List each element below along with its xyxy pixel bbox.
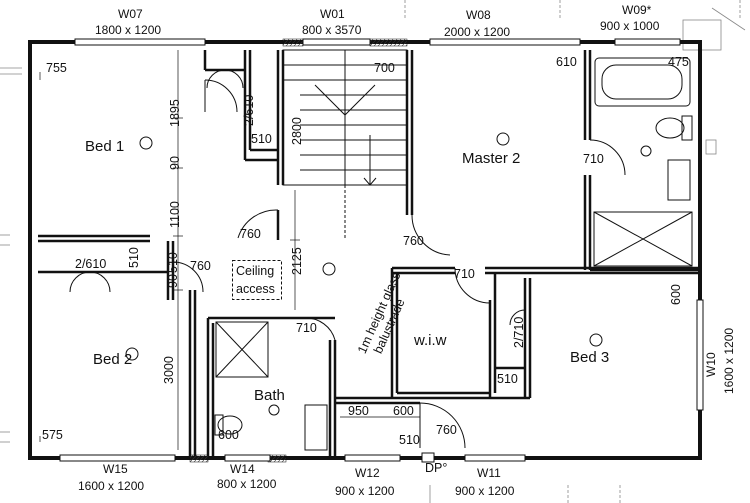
door-swings bbox=[69, 69, 626, 449]
dim-2-610-bed2: 2/610 bbox=[75, 257, 107, 271]
shower-icon bbox=[593, 211, 693, 267]
light-icon bbox=[496, 132, 510, 146]
dim-760-hall: 760 bbox=[436, 423, 457, 437]
fixtures bbox=[214, 57, 693, 451]
bathtub-icon bbox=[594, 57, 691, 107]
dim-760-bed1: 760 bbox=[240, 227, 261, 241]
dim-575: 575 bbox=[42, 428, 63, 442]
room-wiw: w.i.w bbox=[414, 332, 447, 349]
light-icon bbox=[322, 262, 336, 276]
dim-3000: 3000 bbox=[162, 356, 176, 384]
window-w15-code: W15 bbox=[103, 462, 128, 476]
exhaust-fan-icon bbox=[640, 145, 652, 157]
vanity-icon bbox=[667, 159, 691, 201]
light-icon bbox=[125, 347, 139, 361]
window-w09-code: W09* bbox=[622, 3, 652, 17]
dim-710-ensuite: 710 bbox=[583, 152, 604, 166]
dim-510-bed3: 510 bbox=[497, 372, 518, 386]
dim-2125: 2125 bbox=[290, 247, 304, 275]
shower-icon bbox=[215, 321, 269, 378]
window-w08-size: 2000 x 1200 bbox=[444, 25, 511, 39]
dim-2800: 2800 bbox=[290, 117, 304, 145]
toilet-icon bbox=[217, 415, 243, 435]
dim-510-robe: 510 bbox=[251, 132, 272, 146]
window-w09-size: 900 x 1000 bbox=[600, 19, 660, 33]
dim-710-bath: 710 bbox=[296, 321, 317, 335]
vanity-icon bbox=[304, 404, 328, 451]
room-bath: Bath bbox=[254, 387, 285, 404]
window-w14-size: 800 x 1200 bbox=[217, 477, 277, 491]
window-w12-code: W12 bbox=[355, 466, 380, 480]
room-bed-2: Bed 2 bbox=[93, 351, 133, 368]
dim-600-hall: 600 bbox=[393, 404, 414, 418]
downpipe-label: DP° bbox=[425, 461, 448, 475]
dimension-lines bbox=[39, 50, 420, 450]
toilet-icon bbox=[655, 117, 685, 139]
window-w07-code: W07 bbox=[118, 7, 143, 21]
window-w08-code: W08 bbox=[466, 8, 491, 22]
dim-760-bed2: 760 bbox=[190, 259, 211, 273]
window-w07-size: 1800 x 1200 bbox=[95, 23, 162, 37]
light-fittings bbox=[125, 132, 652, 416]
dim-600-bath: 600 bbox=[218, 428, 239, 442]
window-w12-size: 900 x 1200 bbox=[335, 484, 395, 498]
dim-760-master: 760 bbox=[403, 234, 424, 248]
window-w14-code: W14 bbox=[230, 462, 255, 476]
dim-475: 475 bbox=[668, 55, 689, 69]
window-w11-code: W11 bbox=[477, 466, 501, 480]
window-w10-code: W10 bbox=[704, 352, 718, 377]
dim-610: 610 bbox=[556, 55, 577, 69]
room-master-2: Master 2 bbox=[462, 150, 521, 167]
dim-1895: 1895 bbox=[168, 99, 182, 127]
light-icon bbox=[589, 333, 603, 347]
window-openings bbox=[59, 38, 704, 462]
window-w11-size: 900 x 1200 bbox=[455, 484, 515, 498]
dim-2-710: 2/710 bbox=[512, 316, 526, 348]
room-bed-1: Bed 1 bbox=[85, 138, 125, 155]
room-bed-3: Bed 3 bbox=[570, 349, 610, 366]
window-w01-code: W01 bbox=[320, 7, 345, 21]
exhaust-fan-icon bbox=[268, 404, 280, 416]
dim-510-mid: 510 bbox=[166, 252, 180, 273]
door-opening bbox=[421, 452, 435, 463]
dim-90-b: 90 bbox=[166, 274, 180, 288]
window-w10-size: 1600 x 1200 bbox=[722, 327, 736, 394]
dim-700: 700 bbox=[374, 61, 395, 75]
dim-2-610-robe: 2/610 bbox=[242, 94, 256, 126]
ceiling-access-label-1: Ceiling bbox=[236, 264, 275, 278]
dim-510-bed2: 510 bbox=[127, 247, 141, 268]
dim-950: 950 bbox=[348, 404, 369, 418]
dim-90-a: 90 bbox=[168, 156, 182, 170]
dim-510-hall: 510 bbox=[399, 433, 420, 447]
ceiling-access-hatch bbox=[232, 260, 282, 300]
staircase bbox=[282, 49, 408, 240]
dim-1100: 1100 bbox=[168, 201, 182, 228]
dim-600-bed3: 600 bbox=[669, 284, 683, 305]
light-icon bbox=[139, 136, 153, 150]
dim-710-wiw: 710 bbox=[454, 267, 475, 281]
dim-755: 755 bbox=[46, 61, 67, 75]
window-w15-size: 1600 x 1200 bbox=[78, 479, 145, 493]
window-w01-size: 800 x 3570 bbox=[302, 23, 362, 37]
ceiling-access-label-2: access bbox=[236, 282, 275, 296]
